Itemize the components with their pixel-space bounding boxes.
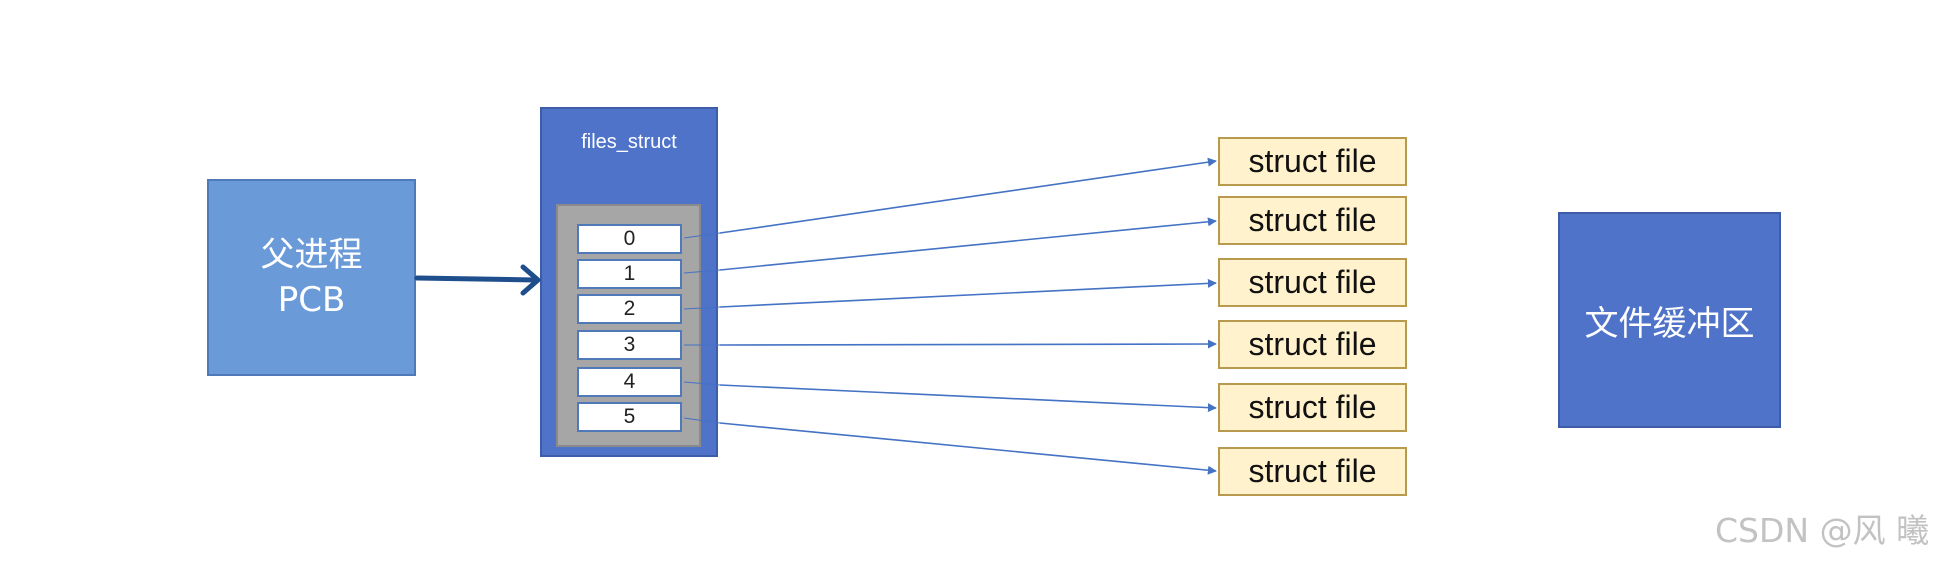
fd-5-pointer-arrow — [719, 422, 1217, 475]
fd-2-pointer-arrow — [719, 278, 1217, 308]
fd-entry-3: 3 — [577, 330, 682, 360]
fd-entry-5: 5 — [577, 402, 682, 432]
file-buffer-box: 文件缓冲区 — [1558, 212, 1781, 428]
fd-entry-2: 2 — [577, 294, 682, 324]
fd-3-pointer-arrow — [719, 339, 1217, 349]
parent-process-pcb-box: 父进程 PCB — [207, 179, 416, 376]
parent-process-label: 父进程 — [260, 234, 363, 275]
struct-file-box: struct file — [1218, 137, 1407, 186]
pcb-label: PCB — [277, 279, 346, 320]
csdn-watermark: CSDN @风 曦 — [1715, 511, 1930, 550]
fd-1-pointer-arrow — [719, 217, 1217, 271]
fd-0-pointer-arrow — [719, 157, 1217, 234]
fd-entry-1: 1 — [577, 259, 682, 289]
pcb-to-files-struct-arrow — [414, 264, 541, 296]
struct-file-box: struct file — [1218, 383, 1407, 432]
file-buffer-label: 文件缓冲区 — [1584, 303, 1755, 344]
struct-file-box: struct file — [1218, 447, 1407, 496]
fd-entry-4: 4 — [577, 367, 682, 397]
files-struct-title: files_struct — [581, 131, 677, 153]
fd-4-pointer-arrow — [719, 384, 1217, 413]
struct-file-box: struct file — [1218, 320, 1407, 369]
struct-file-box: struct file — [1218, 196, 1407, 245]
fd-entry-0: 0 — [577, 224, 682, 254]
struct-file-box: struct file — [1218, 258, 1407, 307]
